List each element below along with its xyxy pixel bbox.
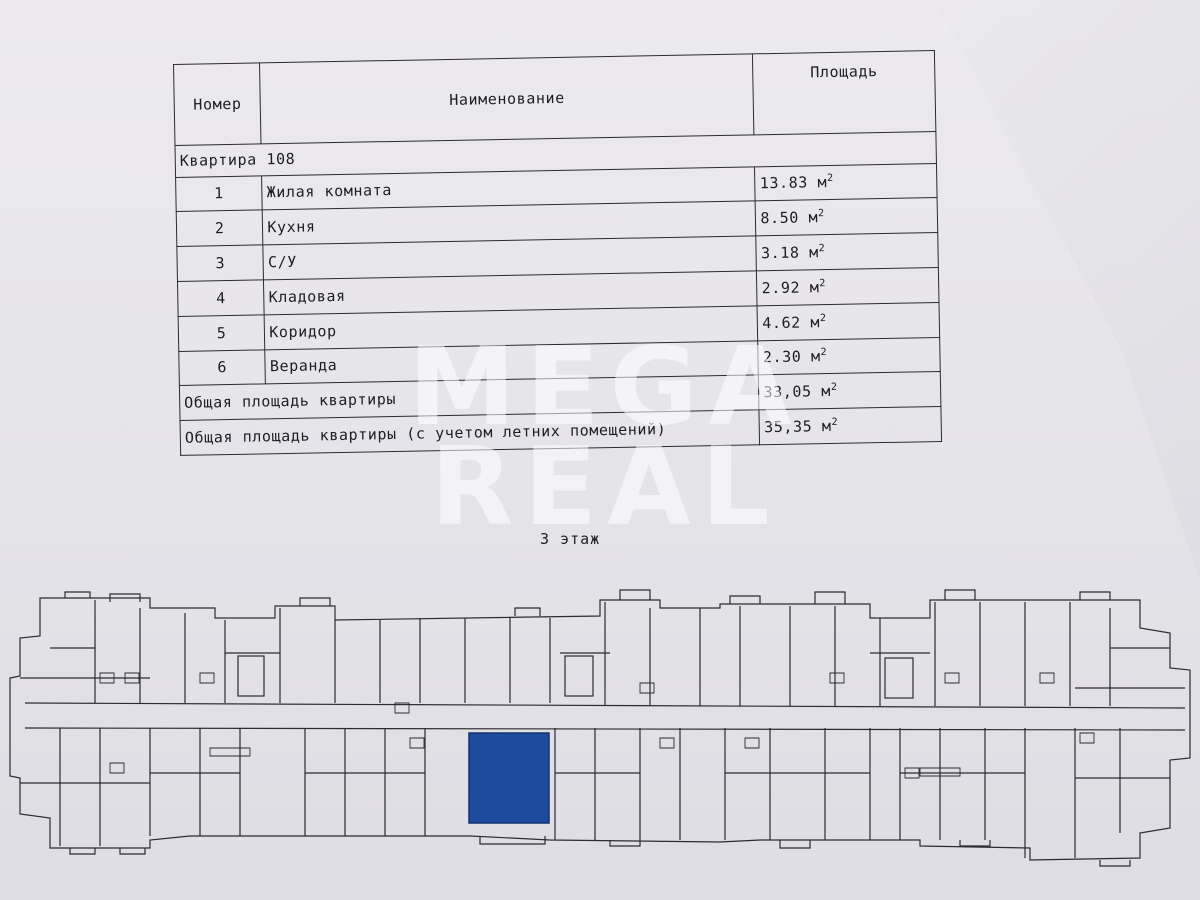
room-area: 2.92 м2 bbox=[756, 267, 939, 306]
area-unit-exponent: 2 bbox=[831, 416, 839, 429]
plan-partitions-south bbox=[59, 728, 1121, 858]
plan-core-west bbox=[237, 655, 265, 697]
header-number: Номер bbox=[173, 62, 262, 146]
area-value: 8.50 м bbox=[760, 208, 819, 228]
plan-core-centre bbox=[564, 655, 594, 697]
plan-fixtures bbox=[99, 672, 1095, 779]
watermark-line-2: REAL bbox=[430, 425, 780, 550]
area-unit-exponent: 2 bbox=[819, 277, 827, 290]
room-number: 6 bbox=[178, 349, 266, 386]
header-area: Площадь bbox=[752, 50, 936, 135]
floor-plan bbox=[9, 589, 1191, 867]
room-number: 4 bbox=[177, 279, 265, 317]
room-area: 13.83 м2 bbox=[754, 163, 938, 202]
room-number: 2 bbox=[176, 210, 264, 247]
watermark-logo: MEGA REAL bbox=[395, 325, 815, 550]
area-unit-exponent: 2 bbox=[826, 173, 834, 185]
plan-horizontal-walls bbox=[20, 647, 1185, 784]
plan-partitions-north bbox=[94, 600, 1111, 706]
area-unit-exponent: 2 bbox=[817, 208, 825, 220]
area-value: 3.18 м bbox=[760, 243, 819, 263]
room-number: 3 bbox=[176, 245, 264, 282]
plan-core-east bbox=[884, 657, 914, 699]
highlighted-apartment bbox=[468, 732, 550, 824]
room-number: 5 bbox=[178, 314, 266, 352]
area-value: 2.92 м bbox=[761, 278, 820, 298]
plan-corridor bbox=[24, 702, 1186, 731]
floor-label: 3 этаж bbox=[540, 530, 601, 548]
plan-balconies bbox=[64, 589, 1111, 616]
area-unit-exponent: 2 bbox=[818, 243, 826, 255]
watermark-line-1: MEGA bbox=[408, 325, 802, 450]
room-number: 1 bbox=[175, 175, 263, 212]
plan-balconies-south bbox=[69, 836, 1131, 867]
room-area: 8.50 м2 bbox=[755, 197, 938, 237]
table-header-row: Номер Наименование Площадь bbox=[173, 50, 936, 146]
area-unit-exponent: 2 bbox=[819, 312, 827, 324]
room-area: 3.18 м2 bbox=[756, 232, 939, 271]
area-unit-exponent: 2 bbox=[820, 347, 828, 359]
header-name: Наименование bbox=[259, 53, 755, 144]
area-value: 13.83 м bbox=[759, 173, 828, 193]
plan-outline bbox=[9, 597, 1191, 861]
area-unit-exponent: 2 bbox=[830, 382, 838, 394]
